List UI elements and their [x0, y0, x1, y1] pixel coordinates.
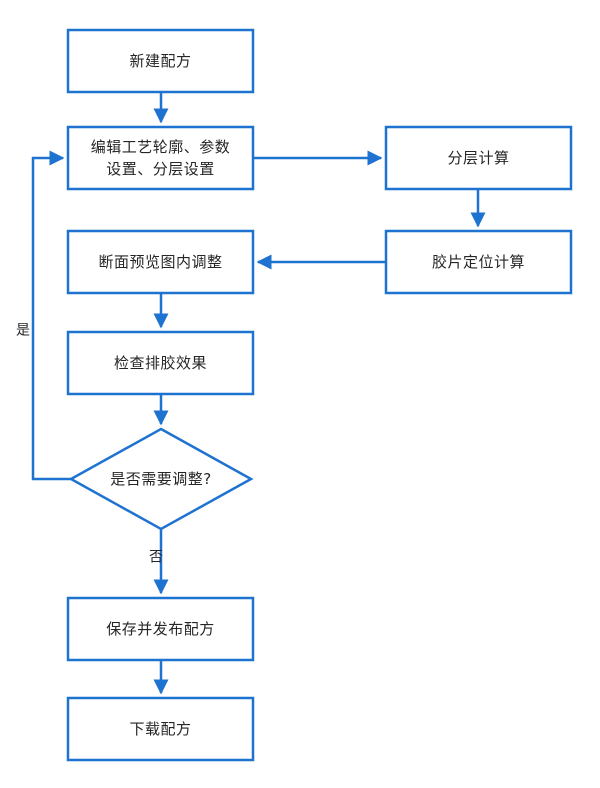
node-need-adjust[interactable] — [68, 427, 254, 531]
node-download-recipe[interactable] — [66, 696, 255, 762]
node-layer-calc[interactable] — [384, 125, 573, 191]
node-edit-process[interactable] — [66, 125, 255, 191]
node-save-publish[interactable] — [66, 596, 255, 662]
node-new-recipe[interactable] — [66, 28, 255, 94]
node-section-preview-adjust[interactable] — [66, 229, 255, 295]
node-check-degum[interactable] — [66, 330, 255, 396]
node-film-position-calc[interactable] — [384, 229, 573, 295]
edge-need-adjust-yes-to-edit-process — [31, 150, 71, 481]
